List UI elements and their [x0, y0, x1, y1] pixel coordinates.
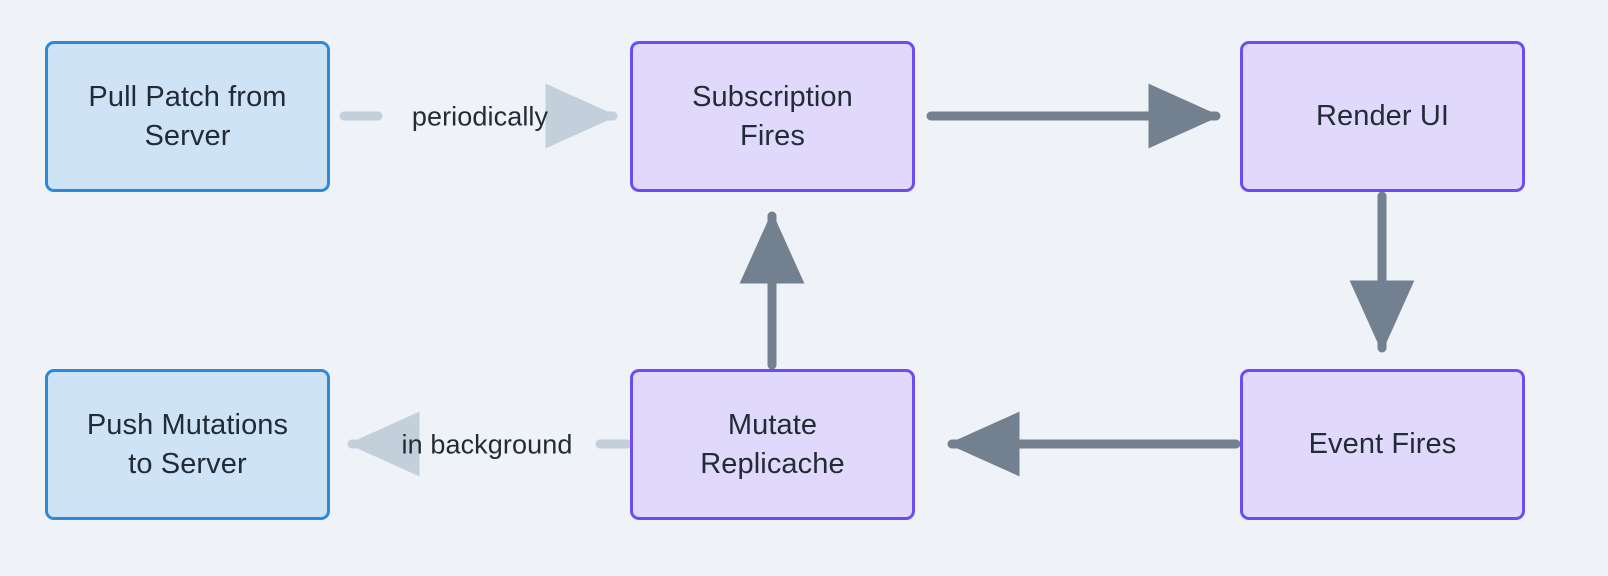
node-mutate-replicache[interactable]: Mutate Replicache: [630, 369, 915, 520]
node-event-fires[interactable]: Event Fires: [1240, 369, 1525, 520]
edge-label-periodically: periodically: [411, 101, 549, 132]
node-render-ui[interactable]: Render UI: [1240, 41, 1525, 192]
node-push-mutations-to-server[interactable]: Push Mutations to Server: [45, 369, 330, 520]
edge-label-in-background: in background: [401, 429, 573, 460]
node-pull-patch-from-server[interactable]: Pull Patch from Server: [45, 41, 330, 192]
node-subscription-fires[interactable]: Subscription Fires: [630, 41, 915, 192]
